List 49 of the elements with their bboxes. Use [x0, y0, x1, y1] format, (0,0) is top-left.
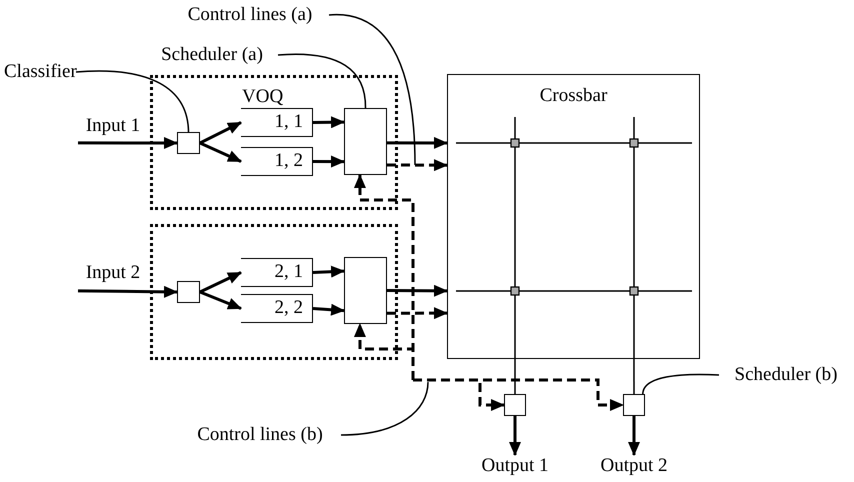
- dotted-group-box: [150, 75, 398, 210]
- callout-label: Classifier: [4, 61, 76, 83]
- queue-box: 1, 1: [241, 108, 313, 137]
- crossbar-box: [447, 74, 700, 359]
- callout-label: Scheduler (b): [719, 364, 853, 386]
- classifier-box: [177, 281, 200, 303]
- queue-box: 2, 1: [241, 258, 313, 287]
- leader-line: [76, 70, 190, 132]
- leader-line: [278, 54, 366, 108]
- arrow: [386, 284, 448, 297]
- callout-label: Control lines (a): [171, 4, 329, 26]
- scheduler-box: [344, 257, 387, 324]
- arrow: [312, 304, 345, 316]
- arrow: [78, 286, 178, 298]
- arrow: [199, 142, 242, 163]
- leader-line: [340, 382, 429, 436]
- callout-label: Control lines (b): [179, 424, 341, 446]
- dashed-arrow: [354, 323, 414, 380]
- scheduler-box: [623, 394, 645, 416]
- arrow: [199, 290, 242, 310]
- queue-box: 2, 2: [241, 294, 313, 323]
- arrow: [78, 136, 178, 149]
- text-label: VOQ: [242, 86, 284, 108]
- callout-label: Scheduler (a): [146, 44, 278, 66]
- dashed-arrow: [413, 378, 624, 411]
- arrow: [509, 416, 521, 456]
- classifier-box: [177, 132, 200, 154]
- leader-line: [642, 374, 720, 394]
- dashed-arrow: [387, 159, 448, 172]
- arrow: [199, 121, 242, 144]
- scheduler-box: [344, 108, 387, 175]
- connector-line: [514, 359, 516, 394]
- output-label: Output 1: [470, 455, 560, 479]
- input-label: Input 1: [78, 115, 148, 145]
- dashed-arrow: [387, 307, 448, 320]
- input-label: Input 2: [78, 262, 148, 293]
- arrow: [199, 271, 242, 294]
- scheduler-box: [504, 394, 526, 416]
- queue-box: 1, 2: [241, 147, 313, 176]
- dotted-group-box: [150, 224, 398, 360]
- leader-line: [329, 14, 416, 166]
- arrow: [312, 116, 345, 128]
- connector-line: [633, 359, 635, 394]
- crossbar-title: Crossbar: [538, 85, 608, 107]
- arrow: [313, 156, 345, 168]
- output-label: Output 2: [589, 455, 679, 479]
- arrow: [312, 266, 345, 278]
- arrow: [387, 136, 448, 149]
- arrow: [628, 416, 640, 456]
